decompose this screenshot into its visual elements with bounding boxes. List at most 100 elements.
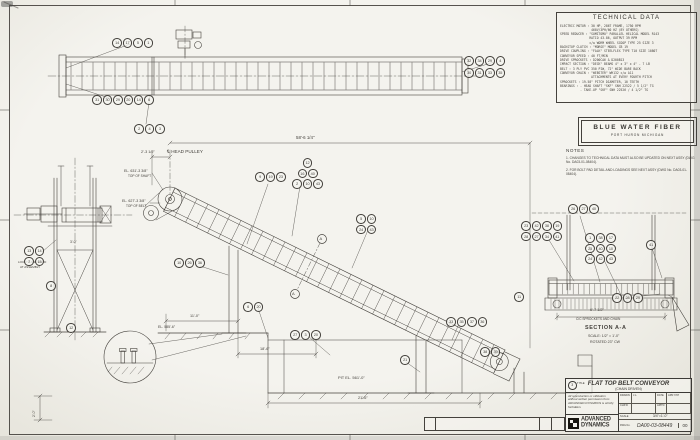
item-balloon: 38: [480, 347, 490, 357]
item-balloon: 6: [144, 95, 154, 105]
customer-name: BLUE WATER FIBER: [593, 124, 682, 131]
item-balloon: 40: [589, 204, 599, 214]
item-balloon: 19: [265, 172, 276, 182]
dim-label: 11'-0": [190, 314, 200, 318]
item-balloon: 35: [495, 68, 506, 78]
item-balloon: 30: [464, 68, 474, 78]
section-cut-marker: A: [319, 235, 323, 241]
item-balloon: 43: [606, 254, 616, 264]
item-balloon: 10: [366, 214, 377, 224]
item-balloon: 41: [552, 231, 563, 242]
item-balloon: 29: [485, 56, 495, 66]
item-balloon: 22: [612, 293, 622, 303]
balloon-cluster: 41: [646, 240, 656, 250]
item-balloon: 19: [552, 221, 563, 231]
field-value: J.L.: [632, 393, 656, 404]
item-balloon: 33: [485, 68, 495, 78]
field-value: [667, 403, 691, 414]
tech-data-line: DRIVE SPROCKETS : D200CA6 & D200B13: [560, 58, 625, 62]
notes-block: NOTES 1. CHANGES TO TECHNICAL DATA MUST …: [566, 148, 696, 180]
dim-label: 21'-6": [358, 396, 368, 400]
item-balloon: 28: [622, 293, 633, 303]
item-balloon: 4: [495, 56, 506, 66]
balloon-cluster: 11: [514, 292, 524, 302]
revision-cell: [436, 418, 540, 430]
item-balloon: 3: [300, 330, 311, 340]
note-item: 2. FOR BOLT PAD DETAIL AND LOADINGS SEE …: [566, 167, 688, 177]
field-label: DATE: [656, 393, 667, 404]
revision-cell: [540, 418, 552, 430]
balloon-cluster: 12: [66, 323, 76, 333]
item-balloon: 40: [307, 168, 318, 179]
company-name-bottom: DYNAMICS: [581, 421, 610, 429]
section-title: SECTION A-A: [585, 325, 627, 331]
item-balloon: 17: [606, 233, 616, 243]
item-balloon: 12: [302, 158, 313, 168]
item-balloon: 3: [155, 124, 165, 134]
head-pulley-label: ℄ HEAD PULLEY: [167, 149, 203, 154]
item-balloon: 1: [585, 233, 595, 243]
item-balloon: 10: [606, 243, 616, 254]
item-balloon: 34: [474, 56, 485, 66]
drawing-subtitle: (CHAIN DRIVEN): [615, 387, 642, 391]
scan-artifact: [1, 1, 13, 7]
item-balloon: 31: [474, 68, 485, 78]
balloon-cluster: 21: [400, 355, 410, 365]
item-balloon: 24: [585, 254, 595, 264]
revision-number: 00: [678, 423, 691, 428]
elevation-label: EL. 627'-3 3/8": [122, 199, 146, 203]
section-dim-caption: C/C SPROCKETS AND CHAIN: [576, 317, 621, 321]
item-balloon: 8: [46, 281, 56, 291]
item-balloon: 14: [34, 246, 45, 256]
item-balloon: 26: [184, 258, 195, 268]
item-balloon: 36: [477, 317, 488, 327]
item-balloon: 42: [595, 254, 606, 264]
pit-elevation-label: PIT EL. 561'-0": [338, 375, 365, 380]
customer-location: PORT HURON MICHIGAN: [610, 132, 665, 137]
item-balloon: 2: [292, 179, 302, 189]
field-value: [632, 403, 656, 414]
tech-data-line: DRIVE COUPLING : "FALK" STEELFLEX TYPE T…: [560, 49, 658, 54]
item-balloon: 38: [542, 221, 552, 231]
scale-label: SCALE: [620, 415, 629, 418]
dim-label: 3'-0": [70, 240, 77, 244]
item-balloon: 27: [578, 204, 589, 214]
tech-data-line: BELT : 3 PLY PVC 350 PIW, 72" WIDE BARE …: [560, 66, 641, 71]
scale-value: 3/4"=1'-0": [652, 414, 668, 418]
scan-edge-shade: [694, 0, 700, 440]
title-label: TITLE: [577, 380, 585, 385]
item-balloon: 16: [297, 168, 308, 179]
item-balloon: 23: [276, 172, 286, 182]
item-balloon: 6: [243, 302, 253, 312]
item-balloon: 11: [514, 292, 524, 302]
balloon-cluster: 8: [46, 281, 56, 291]
item-balloon: 9: [255, 172, 265, 182]
scale-row: SCALE 3/4"=1'-0": [619, 414, 691, 420]
item-balloon: 20: [253, 302, 264, 312]
item-balloon: 24: [356, 224, 366, 235]
title-mark-balloon: 3: [568, 381, 577, 390]
company-name-top: ADVANCED: [581, 415, 611, 423]
tech-data-line: IMPACT SECTION : "DECK" BEAMS 4" x 3" x …: [560, 62, 650, 67]
item-balloon: 33: [446, 317, 456, 327]
customer-box: BLUE WATER FIBER PORT HURON MICHIGAN: [578, 117, 697, 146]
item-balloon: 26: [568, 204, 578, 214]
field-label: CHK'D: [619, 403, 632, 414]
tech-data-line: CONVEYOR SPEED : 40 FT/MIN: [560, 53, 608, 58]
item-balloon: 1: [143, 38, 154, 48]
item-balloon: 10: [174, 258, 184, 268]
section-scale: SCALE: 1/2" = 1'-0": [588, 333, 620, 338]
field-weld-note: AT ASSEMBLY: [20, 264, 41, 269]
